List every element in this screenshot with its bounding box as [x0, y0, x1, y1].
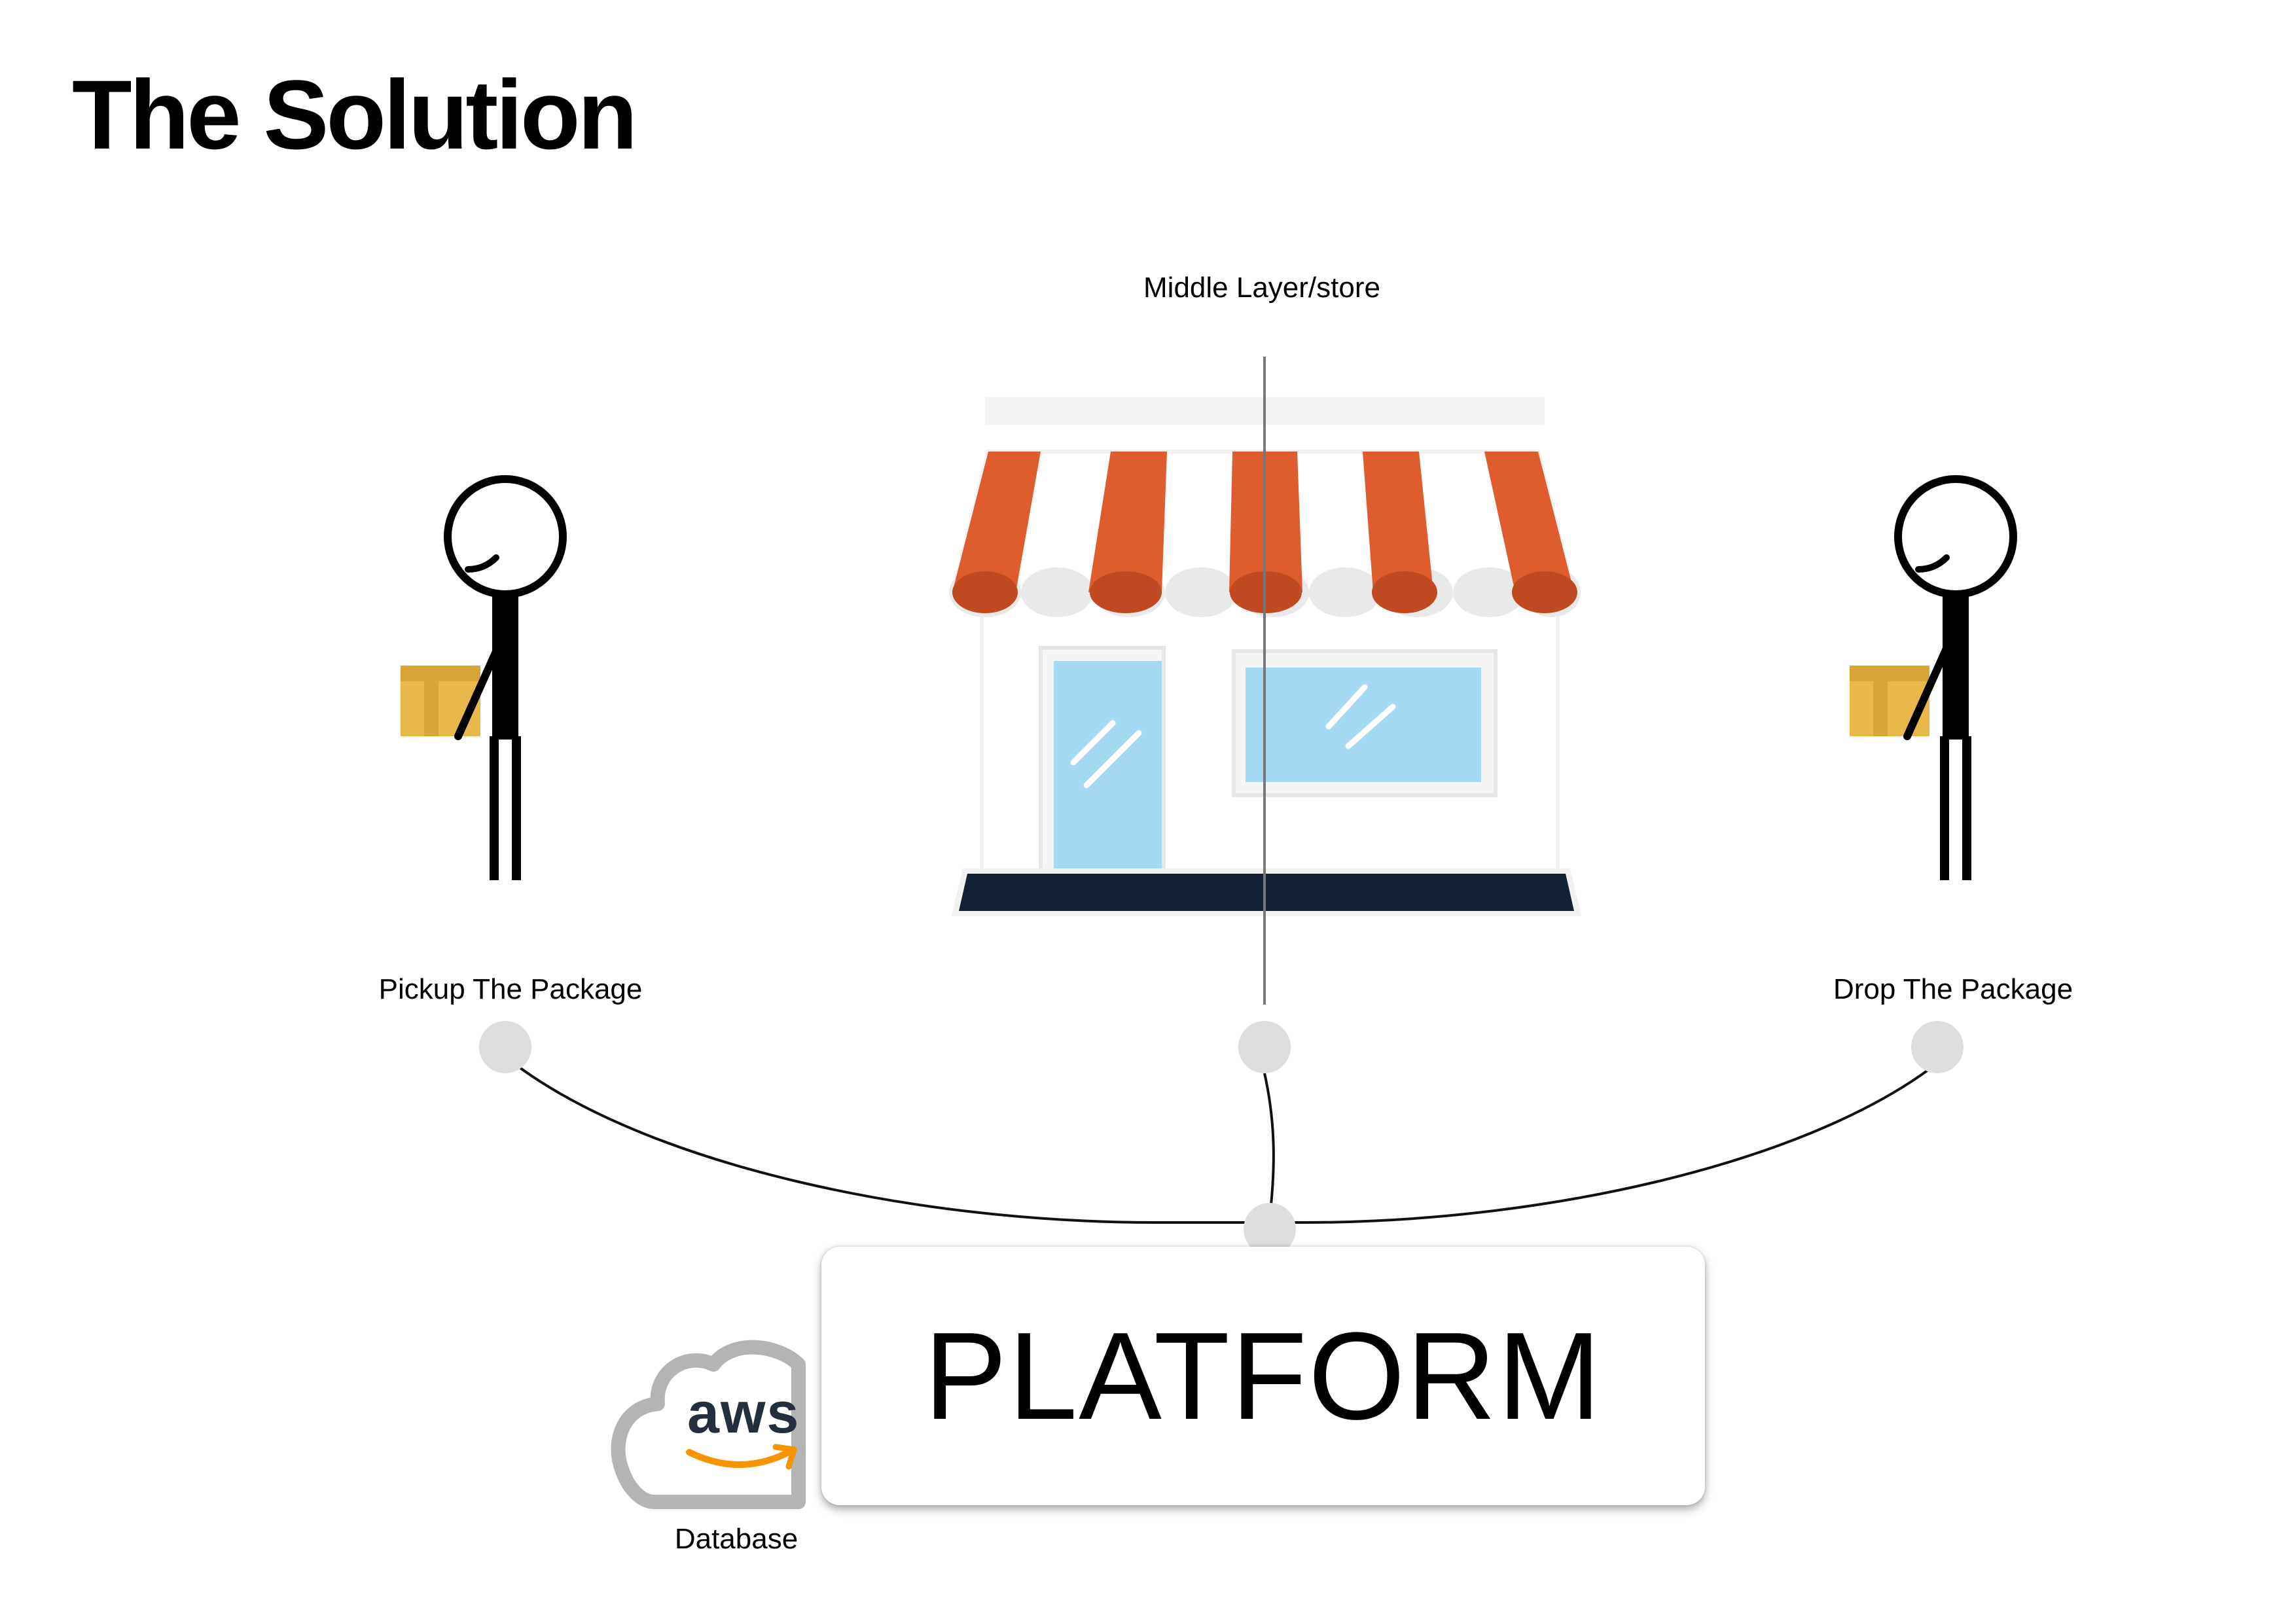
store-node [1238, 1021, 1291, 1073]
drop-node [1911, 1021, 1964, 1073]
store-connector-line [1263, 1073, 1275, 1218]
platform-node [1244, 1203, 1296, 1255]
aws-smile-icon [686, 1444, 797, 1470]
database-label: Database [674, 1523, 798, 1555]
drop-label: Drop The Package [1833, 973, 2073, 1005]
package-box-icon-left [401, 666, 480, 736]
pickup-node [479, 1021, 531, 1073]
page-title: The Solution [72, 60, 637, 169]
middle-layer-label: Middle Layer/store [1143, 272, 1380, 304]
pickup-person-icon [401, 475, 567, 880]
aws-logo-text: aws [687, 1380, 800, 1445]
platform-box: PLATFORM [821, 1247, 1705, 1505]
pickup-label: Pickup The Package [378, 973, 643, 1005]
platform-label: PLATFORM [924, 1306, 1603, 1446]
drop-connector-line [1270, 1067, 1932, 1224]
drop-person-icon [1850, 475, 2017, 880]
package-box-icon-right [1850, 666, 1929, 736]
pickup-connector-line [519, 1067, 1270, 1224]
